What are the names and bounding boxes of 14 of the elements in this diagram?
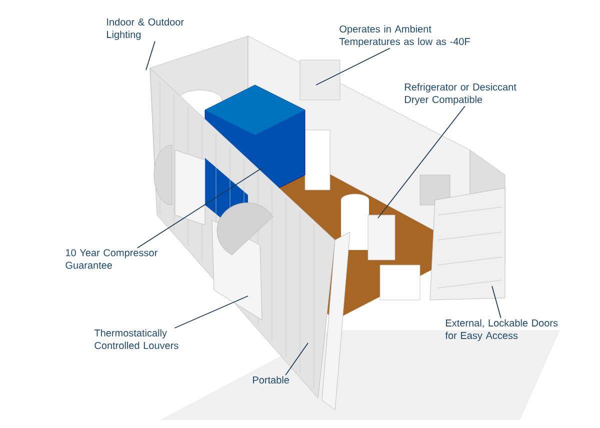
leader-line xyxy=(492,286,502,318)
leader-line xyxy=(285,342,308,376)
callout-text: Thermostatically Controlled Louvers xyxy=(94,329,178,350)
leader-line xyxy=(136,168,262,248)
callout-text: Operates in Ambient Temperatures as low as -40F xyxy=(339,25,470,48)
callout-text: Indoor & Outdoor Lighting xyxy=(107,18,184,40)
leader-line xyxy=(316,48,390,86)
callout-text: 10 Year Compressor Guarantee xyxy=(66,249,158,269)
callout-text: External, Lockable Doors for Easy Access xyxy=(445,319,558,341)
callout-text: Refrigerator or Desiccant Dryer Compatible xyxy=(405,83,516,105)
leader-line xyxy=(378,106,466,218)
callout-text: Portable xyxy=(253,376,289,384)
leader-line xyxy=(174,296,248,328)
leader-line xyxy=(146,40,156,70)
